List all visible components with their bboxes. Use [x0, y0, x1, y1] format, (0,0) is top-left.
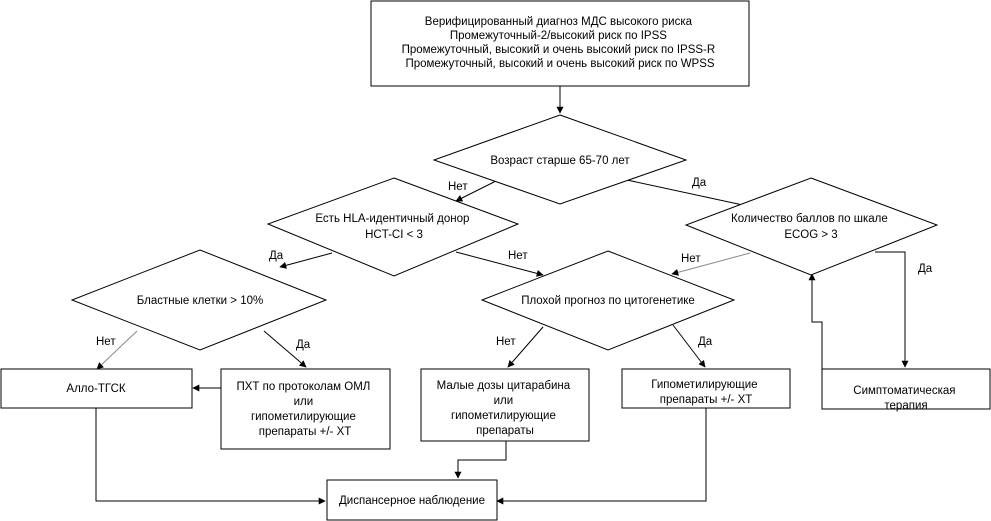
label-age-yes: Да — [692, 177, 707, 189]
allo-box — [0, 368, 193, 409]
donor-text: Есть HLA-идентичный донор HCT-CI < 3 — [315, 213, 472, 241]
edge-symptomatic-to-ecog — [808, 273, 823, 400]
blasts-decision — [70, 249, 328, 351]
edge-age-yes-to-ecog — [626, 179, 753, 210]
connectors — [95, 86, 909, 505]
edge-hypomethyl-to-followup — [496, 408, 707, 505]
age-decision — [432, 114, 688, 205]
label-blasts-yes: Да — [296, 339, 311, 351]
ecog-decision — [684, 177, 939, 276]
diagnosis-box — [370, 0, 750, 87]
pht-text: ПХТ по протоколам ОМЛ или гипометилирующ… — [236, 381, 373, 438]
label-ecog-no: Нет — [681, 253, 701, 265]
allo-text: Алло-ТГСК — [66, 383, 125, 395]
age-text: Возраст старше 65-70 лет — [490, 155, 630, 167]
edge-ecog-no-to-cyto — [671, 252, 751, 276]
edge-blasts-yes-to-pht — [263, 330, 307, 368]
hypomethyl-box — [621, 368, 791, 409]
edge-blasts-no-to-allo — [96, 330, 138, 370]
donor-decision — [266, 177, 520, 277]
label-donor-no: Нет — [508, 250, 528, 262]
label-blasts-no: Нет — [96, 336, 116, 348]
cyto-decision — [480, 250, 736, 351]
label-cyto-yes: Да — [698, 336, 713, 348]
edge-ecog-yes-to-symptomatic — [875, 251, 909, 368]
edge-cyto-no-to-lowdose — [507, 326, 544, 368]
lowdose-box — [420, 368, 590, 442]
edge-cyto-yes-to-hypomethyl — [672, 324, 706, 368]
followup-box — [326, 479, 498, 521]
label-age-no: Нет — [448, 181, 468, 193]
edge-allo-to-followup — [95, 408, 326, 505]
label-ecog-yes: Да — [918, 263, 933, 275]
edge-lowdose-to-followup — [454, 441, 507, 479]
edge-donor-yes-to-blasts — [279, 252, 333, 269]
cyto-text: Плохой прогноз по цитогенетике — [521, 295, 695, 307]
edge-donor-no-to-cyto — [455, 251, 544, 277]
diagnosis-text: Верифицированный диагноз МДС высокого ри… — [402, 16, 719, 70]
label-donor-yes: Да — [269, 250, 284, 262]
symptomatic-box — [821, 368, 991, 410]
blasts-text: Бластные клетки > 10% — [137, 295, 263, 307]
label-cyto-no: Нет — [496, 336, 516, 348]
hypomethyl-text: Гипометилирующие препараты +/- ХТ — [651, 379, 761, 406]
symptomatic-text: Симптоматическая терапия — [853, 385, 958, 412]
pht-box — [220, 368, 391, 450]
edge-age-no-to-donor — [455, 180, 497, 202]
followup-text: Диспансерное наблюдение — [339, 495, 485, 507]
lowdose-text: Малые дозы цитарабина или гипометилирующ… — [437, 380, 574, 437]
ecog-text: Количество баллов по шкале ECOG > 3 — [731, 213, 891, 241]
